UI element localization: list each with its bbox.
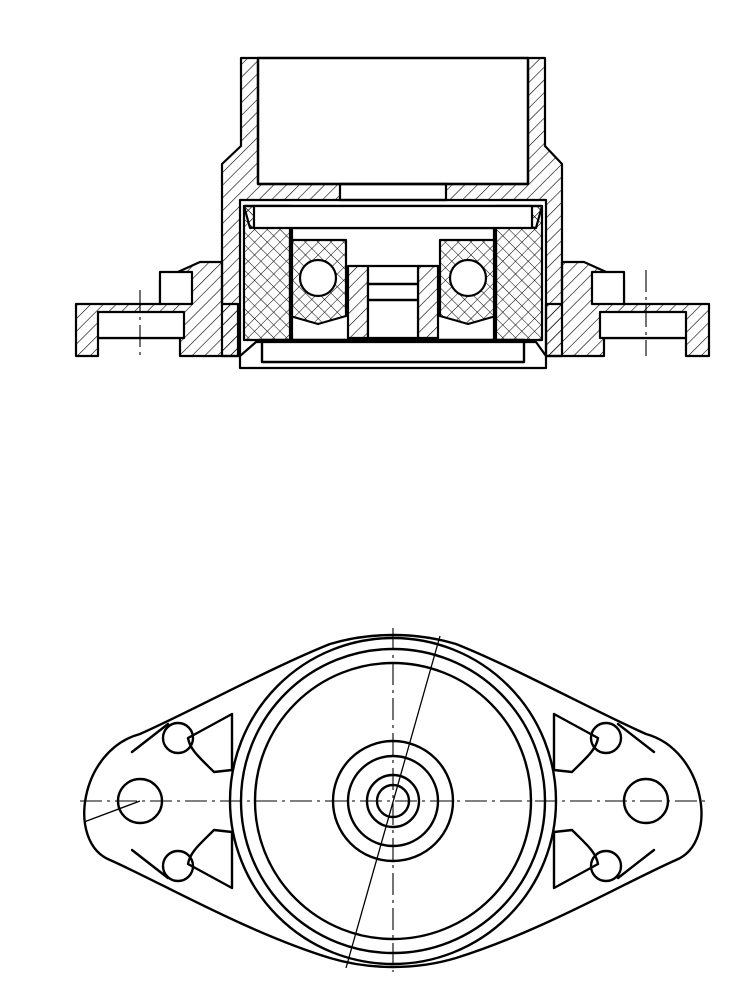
left-flange-step — [158, 270, 194, 306]
section-line — [345, 635, 441, 969]
center-sleeve-left — [346, 264, 370, 340]
left-flange — [74, 260, 240, 358]
center-bore — [366, 264, 420, 340]
left-lower-stud — [161, 849, 195, 883]
right-lower-stud — [589, 849, 623, 883]
right-bearing-ball — [448, 258, 488, 298]
left-upper-stud — [161, 721, 195, 755]
right-flange-step — [590, 270, 626, 306]
upper-plate — [252, 204, 534, 230]
right-bolt-boss — [598, 310, 688, 340]
right-flange — [544, 260, 711, 358]
left-bearing-ball — [298, 258, 338, 298]
left-leader-line — [83, 800, 141, 823]
center-sleeve-right — [416, 264, 440, 340]
right-upper-pocket — [552, 712, 656, 774]
lower-cup — [238, 340, 548, 370]
flange-outline — [83, 633, 703, 969]
lower-cup-rim — [260, 338, 526, 364]
plan-view — [80, 628, 708, 972]
right-upper-stud — [589, 721, 623, 755]
cup-interior — [256, 56, 530, 186]
left-lower-pocket — [130, 828, 234, 890]
left-bolt-boss — [96, 310, 186, 340]
right-lower-pocket — [552, 828, 656, 890]
sectional-elevation-view — [74, 56, 711, 370]
left-upper-pocket — [130, 712, 234, 774]
